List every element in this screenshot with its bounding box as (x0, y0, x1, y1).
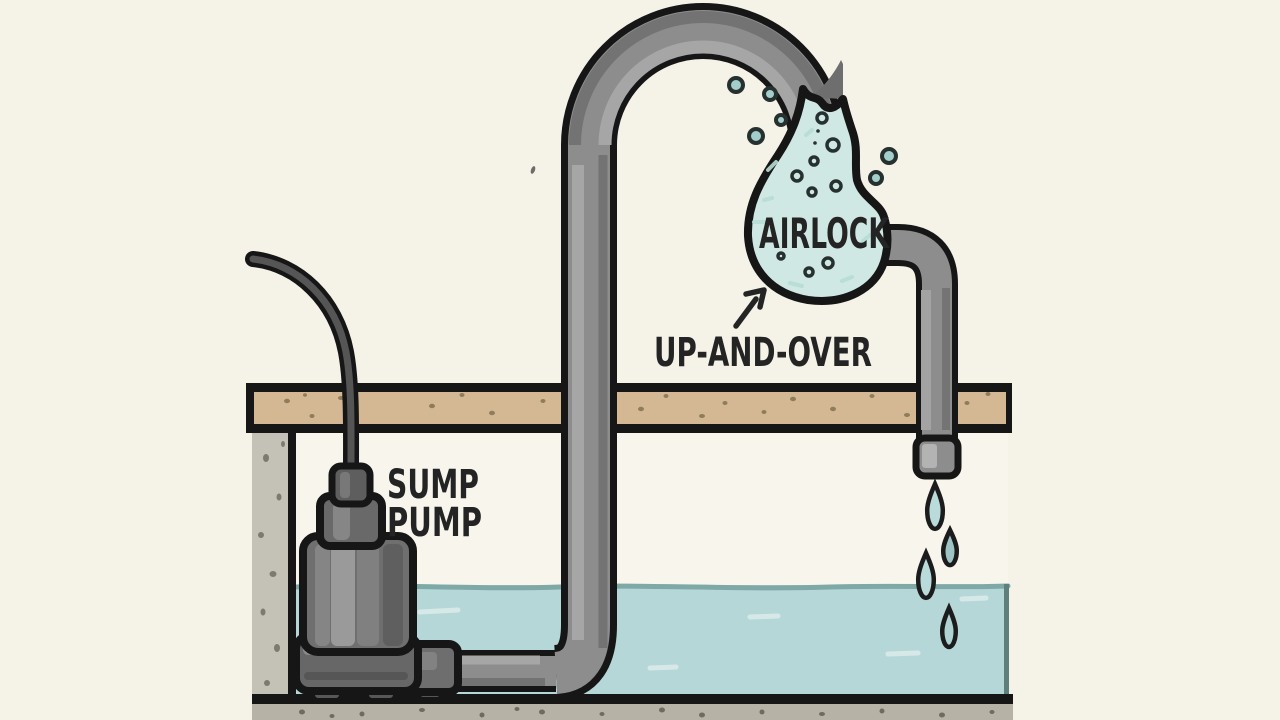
power-cord (245, 251, 360, 478)
base-concrete (252, 704, 1013, 720)
arrow-icon (733, 287, 767, 329)
airlock-inner-bubbles (776, 111, 843, 278)
water-drop (943, 530, 957, 565)
ink-speck (530, 166, 536, 174)
outlet-pipe (872, 224, 962, 480)
up-and-over-pipe (451, 3, 845, 701)
floor-slab (246, 383, 1012, 433)
wall-speckles (258, 441, 285, 686)
pump-cap (328, 462, 374, 508)
sump-pump-label-line2: PUMP (387, 500, 482, 546)
base-speckles (299, 707, 995, 718)
water-right-edge (1004, 584, 1009, 695)
airlock-bubble (743, 85, 892, 305)
water-drop (918, 553, 934, 598)
left-concrete-wall (252, 432, 296, 695)
outlet-pipe-fill (872, 230, 952, 452)
slab-bottom-outline (246, 424, 1012, 433)
slab-left-outline (246, 383, 254, 433)
water-drop (927, 484, 943, 529)
wall-inner-outline (288, 432, 296, 695)
sump-pump-label: SUMP PUMP (387, 462, 482, 546)
pump-neck-highlight (333, 502, 350, 540)
pipe-fill-vertical-arch (553, 10, 838, 694)
airlock-blob (743, 85, 892, 305)
outlet-stub-highlight (922, 444, 937, 468)
pipe-inner-shadow (810, 60, 843, 99)
slab-right-outline (1006, 383, 1012, 433)
airlock-tiny-dots (813, 129, 820, 145)
sump-pump (292, 462, 462, 704)
floor-outline (252, 694, 1013, 704)
pipe-shading (458, 11, 843, 686)
pump-body-facets (315, 544, 403, 646)
slab-speckles (284, 392, 991, 418)
water-surface-line (293, 583, 1011, 591)
up-and-over-label: UP-AND-OVER (654, 330, 872, 376)
airlock-label: AIRLOCK (759, 209, 890, 258)
water-drop (942, 608, 956, 647)
air-bubbles-outside (727, 76, 898, 186)
airlock-texture (752, 128, 872, 288)
pump-cap-highlight (340, 472, 350, 498)
pit-floor (252, 694, 1013, 720)
slab-fill (246, 392, 1012, 424)
slab-top-outline (246, 383, 1012, 392)
water-drops (918, 484, 957, 647)
sump-pump-label-line1: SUMP (387, 462, 479, 508)
